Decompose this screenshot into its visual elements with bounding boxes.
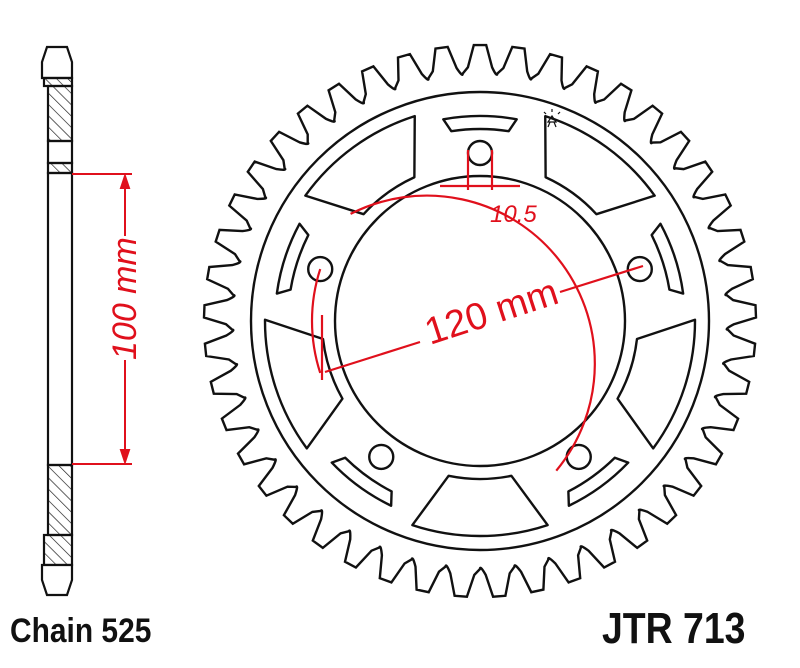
bolt-circle-label: 120 mm [420,271,564,353]
bolt-hole [466,139,494,167]
bolt-hole-label: 10.5 [490,201,537,228]
bolt-hole [565,443,592,471]
lightening-window [304,114,416,216]
bolt-hole [368,443,395,471]
lightening-slot [442,114,518,133]
lightening-window [263,318,344,450]
lightening-window [411,474,549,538]
bolt-circle-dimension [310,150,644,472]
side-profile [40,45,74,597]
sprocket-face [202,43,758,598]
center-bore [333,174,627,468]
sprocket-teeth [202,43,758,598]
bolt-hole [307,255,334,283]
lightening-slot [275,222,310,295]
dimension-line [559,264,644,294]
part-number: JTR 713 [602,604,746,653]
bolt-circle-arc [310,268,322,374]
center-bore-dimension [72,172,132,466]
bolt-circle-arc [350,194,596,472]
lightening-slot [650,222,685,295]
lightening-slot [330,456,393,507]
center-bore-label: 100 mm [106,237,144,360]
lightening-window [616,318,697,450]
logo-icon [543,109,561,128]
chain-size-label: Chain 525 [10,612,152,650]
lightening-slot [567,456,630,507]
dimension-line [324,340,421,374]
bolt-hole [626,255,653,283]
rim-circle [249,90,711,552]
lightening-window [544,114,656,216]
